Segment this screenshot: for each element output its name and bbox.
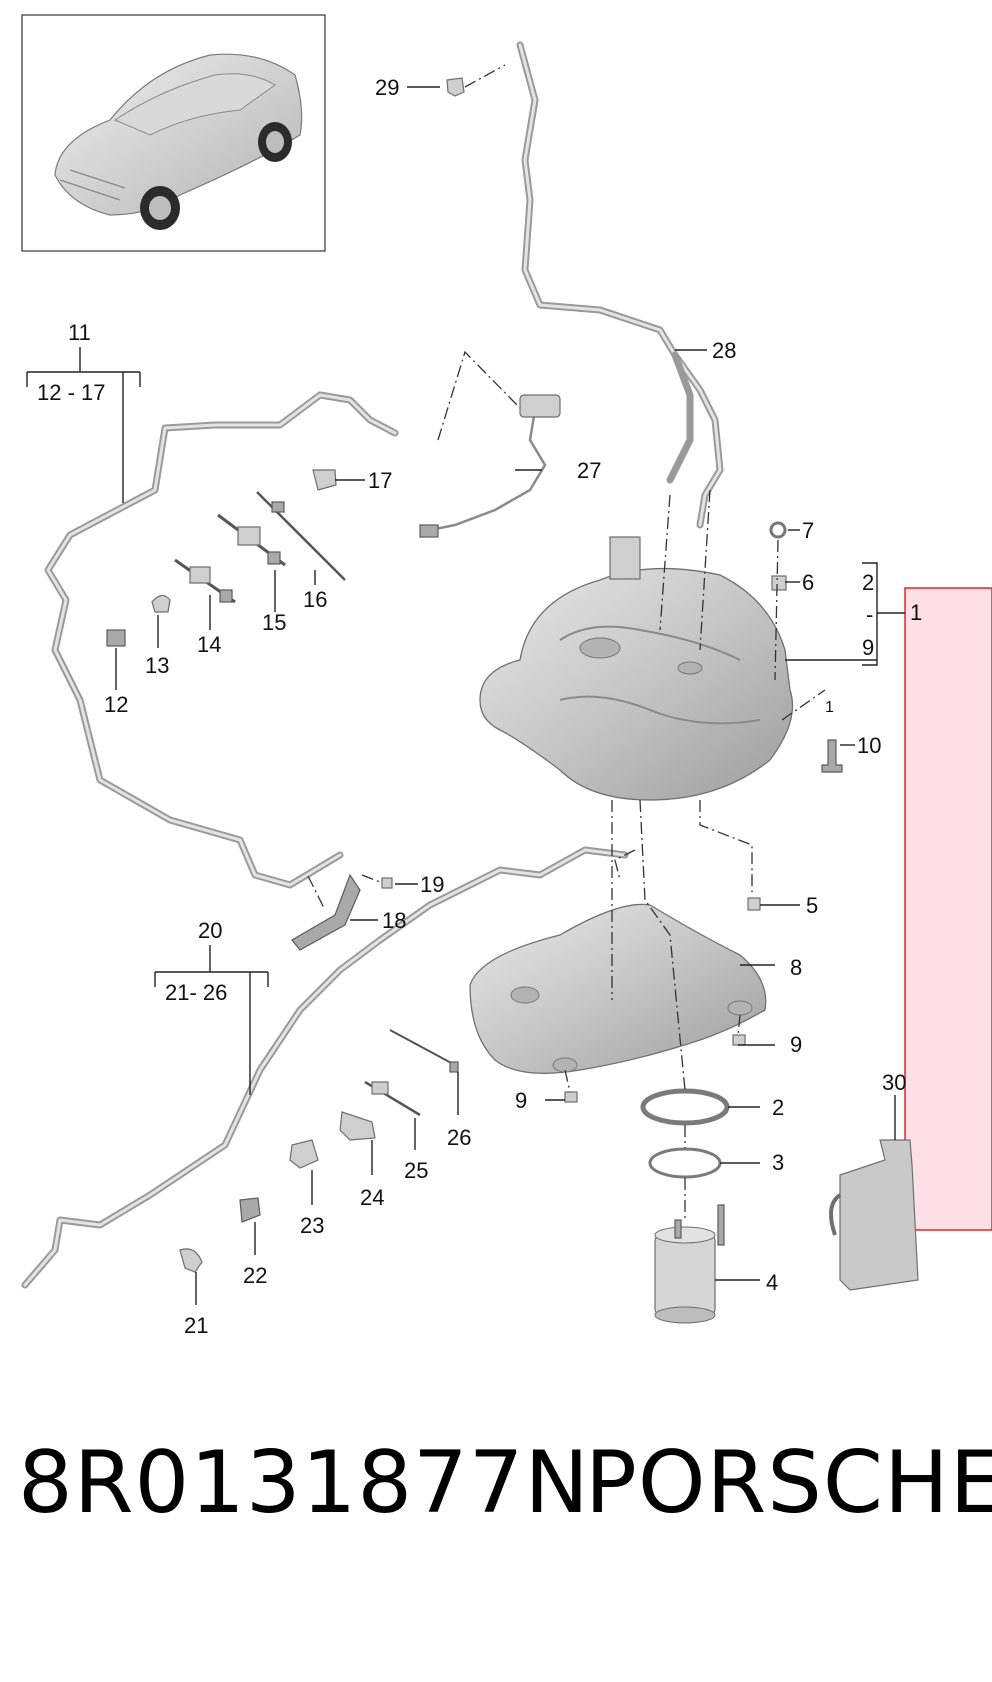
fuel-line — [516, 41, 724, 529]
part-29-icon — [446, 77, 465, 97]
callout-27: 27 — [577, 458, 601, 483]
part-6-icon — [771, 575, 787, 591]
brand-name: PORSCHE — [585, 1433, 992, 1533]
bracket-1 — [785, 562, 905, 666]
callout-23: 23 — [300, 1213, 324, 1238]
part-17-icon — [312, 469, 337, 491]
part-10-icon — [821, 739, 843, 773]
oil-canister — [829, 1139, 919, 1291]
fuel-tank — [479, 536, 794, 801]
highlight-box — [904, 587, 992, 1231]
group-1-mid: - — [866, 602, 873, 627]
callout-9-right: 9 — [790, 1032, 802, 1057]
seal-ring — [648, 1147, 722, 1179]
callout-18: 18 — [382, 908, 406, 933]
callout-9-left: 9 — [515, 1088, 527, 1113]
part-22-icon — [239, 1197, 261, 1223]
callout-30: 30 — [882, 1070, 906, 1095]
group-1-bot: 9 — [862, 635, 874, 660]
part-12-icon — [106, 629, 126, 647]
callout-1: 1 — [910, 600, 922, 625]
callout-2: 2 — [772, 1095, 784, 1120]
callout-25: 25 — [404, 1158, 428, 1183]
part-7-icon — [769, 521, 787, 539]
sensor-cable — [419, 394, 561, 538]
part-19-icon — [381, 877, 393, 889]
callout-26: 26 — [447, 1125, 471, 1150]
callout-15: 15 — [262, 610, 286, 635]
callout-12: 12 — [104, 692, 128, 717]
group-20-range: 21- 26 — [165, 980, 227, 1005]
lower-pipe-assembly — [21, 846, 629, 1289]
group-1-small: 1 — [825, 699, 834, 716]
callout-8: 8 — [790, 955, 802, 980]
callout-6: 6 — [802, 570, 814, 595]
group-11-range: 12 - 17 — [37, 380, 106, 405]
part-5-icon — [747, 897, 761, 911]
part-number: 8R0131877N — [18, 1433, 590, 1533]
callout-3: 3 — [772, 1150, 784, 1175]
callout-17: 17 — [368, 468, 392, 493]
fuel-pump — [654, 1204, 725, 1324]
part-24-icon — [339, 1111, 376, 1141]
callout-13: 13 — [145, 653, 169, 678]
left-pipe-assembly — [44, 391, 399, 889]
part-23-icon — [289, 1139, 319, 1169]
vehicle-thumbnail — [21, 14, 326, 252]
callout-5: 5 — [806, 893, 818, 918]
callout-4: 4 — [766, 1270, 778, 1295]
callout-24: 24 — [360, 1185, 384, 1210]
callout-14: 14 — [197, 632, 221, 657]
callout-22: 22 — [243, 1263, 267, 1288]
group-1-top: 2 — [862, 570, 874, 595]
part-16-icon — [256, 491, 346, 581]
heat-shield — [469, 903, 767, 1074]
callout-19: 19 — [420, 872, 444, 897]
leader-lines — [115, 86, 896, 1305]
bracket-20 — [154, 945, 269, 1095]
part-16-clip — [271, 501, 285, 513]
part-13-icon — [151, 594, 171, 613]
small-parts — [106, 77, 843, 1273]
part-18-icon — [291, 873, 361, 951]
callout-20: 20 — [198, 918, 222, 943]
callout-28: 28 — [712, 338, 736, 363]
callout-29: 29 — [375, 75, 399, 100]
callout-11: 11 — [68, 320, 91, 345]
callout-10: 10 — [857, 733, 881, 758]
callout-labels: 29 28 27 17 16 15 14 13 12 11 12 - 17 7 … — [37, 75, 922, 1338]
callout-16: 16 — [303, 587, 327, 612]
part-9-icon-b — [564, 1091, 578, 1103]
part-26-icon — [389, 1029, 456, 1066]
callout-21: 21 — [184, 1313, 208, 1338]
locking-ring — [640, 1088, 730, 1126]
callout-7: 7 — [802, 518, 814, 543]
part-9-icon-a — [732, 1034, 746, 1046]
part-21-icon — [179, 1248, 203, 1273]
assembly-lines — [307, 64, 826, 1220]
bracket-11 — [26, 347, 141, 503]
